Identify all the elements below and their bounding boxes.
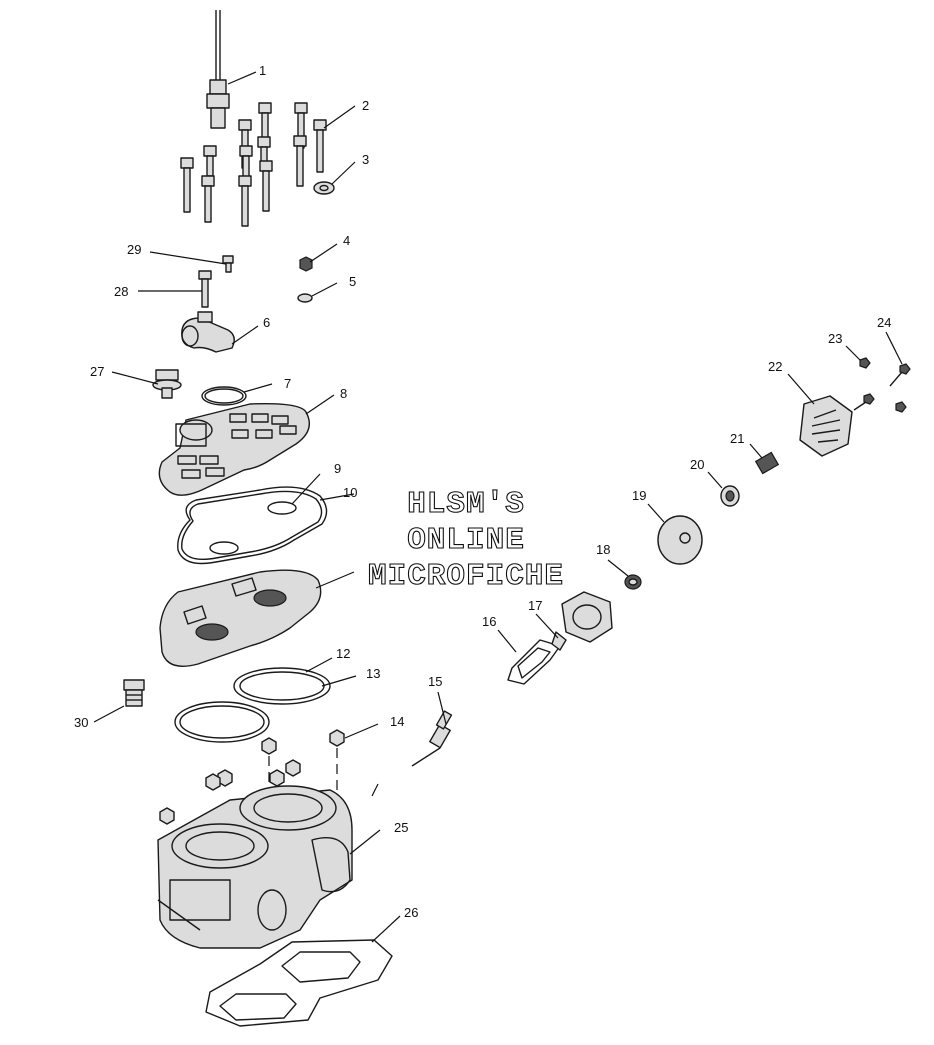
callout-4: 4 [343, 233, 350, 248]
part-27-thermostat [152, 369, 182, 399]
part-19-impeller [657, 515, 703, 565]
callout-16: 16 [482, 614, 496, 629]
part-26-base-gasket [205, 939, 393, 1027]
callout-26: 26 [404, 905, 418, 920]
part-20-bearing [720, 485, 740, 507]
callout-2: 2 [362, 98, 369, 113]
leader-lines [93, 71, 903, 943]
callout-8: 8 [340, 386, 347, 401]
callout-labels: 1 2 3 4 5 29 28 6 27 7 8 9 10 12 13 30 1… [74, 63, 891, 920]
part-28-bolt [198, 270, 212, 308]
callout-14: 14 [390, 714, 404, 729]
part-13-gasket [174, 671, 325, 743]
part-14-nuts [159, 729, 345, 825]
part-24-bolt [889, 363, 911, 387]
callout-25: 25 [394, 820, 408, 835]
watermark: HLSM'S ONLINE MICROFICHE [367, 486, 564, 594]
callout-7: 7 [284, 376, 291, 391]
part-17-pump-housing [551, 591, 613, 651]
callout-30: 30 [74, 715, 88, 730]
part-12-gasket [233, 667, 331, 705]
callout-17: 17 [528, 598, 542, 613]
part-30-fitting [123, 679, 145, 707]
part-18-seal [624, 574, 642, 590]
callout-28: 28 [114, 284, 128, 299]
part-15-sensor [411, 710, 453, 767]
callout-20: 20 [690, 457, 704, 472]
callout-18: 18 [596, 542, 610, 557]
callout-5: 5 [349, 274, 356, 289]
watermark-line-3: MICROFICHE [368, 559, 564, 594]
part-2-head-bolts [180, 102, 327, 227]
callout-3: 3 [362, 152, 369, 167]
part-1-temp-sensor [206, 10, 230, 129]
part-3-washer [313, 181, 335, 195]
callout-9: 9 [334, 461, 341, 476]
callout-29: 29 [127, 242, 141, 257]
callout-22: 22 [768, 359, 782, 374]
callout-10: 10 [343, 485, 357, 500]
callout-21: 21 [730, 431, 744, 446]
part-21-spring [754, 451, 780, 475]
watermark-line-2: ONLINE [407, 523, 525, 558]
part-9-o-rings [209, 501, 297, 555]
part-4-nut [299, 256, 313, 272]
part-7-o-ring [201, 386, 247, 406]
part-5-washer [297, 293, 313, 303]
callout-15: 15 [428, 674, 442, 689]
part-11-cylinder-head [159, 569, 322, 667]
callout-19: 19 [632, 488, 646, 503]
callout-1: 1 [259, 63, 266, 78]
part-10-head-gasket [177, 486, 328, 565]
callout-12: 12 [336, 646, 350, 661]
part-23-bolt [853, 357, 907, 413]
callout-23: 23 [828, 331, 842, 346]
part-6-thermostat-housing [181, 311, 235, 353]
callout-24: 24 [877, 315, 891, 330]
part-16-gasket [507, 639, 561, 685]
part-8-head-cover [158, 402, 310, 496]
callout-13: 13 [366, 666, 380, 681]
callout-6: 6 [263, 315, 270, 330]
part-22-pump-cover [799, 395, 853, 457]
part-25-cylinder-block [157, 783, 379, 949]
callout-27: 27 [90, 364, 104, 379]
watermark-line-1: HLSM'S [407, 487, 525, 522]
part-29-bolt [222, 255, 234, 273]
